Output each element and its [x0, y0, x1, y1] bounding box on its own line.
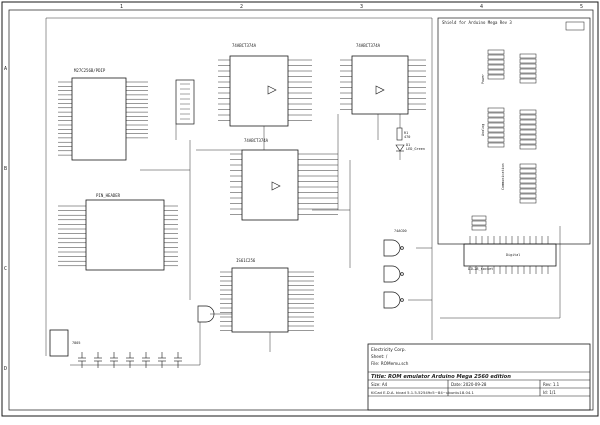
header-pin [519, 178, 537, 184]
ruler-top-label: 2 [240, 4, 243, 10]
ruler-top-label: 5 [580, 4, 583, 10]
sram-label: IS61C256 [236, 258, 256, 263]
inner-frame [8, 9, 594, 411]
header-pin [487, 137, 505, 143]
led-name: LED_Green [406, 147, 425, 151]
header-pin [487, 122, 505, 128]
ruler-top: 1 2 3 4 5 [120, 4, 583, 10]
header-pin [519, 73, 537, 79]
led-d1: D1 LED_Green [395, 143, 425, 152]
header-pin [471, 220, 487, 226]
eprom-ic: M27C256B/PDIP [71, 68, 127, 161]
company-name: Electricity Corp. [371, 347, 406, 353]
dil-label: DIL28_socket [468, 267, 493, 271]
r1-value: 470 [404, 135, 410, 139]
header-pin [519, 53, 537, 59]
nand-label: 74AC00 [394, 229, 407, 233]
wiring [45, 17, 561, 366]
sheet-rev: Rev: 1.1 [543, 382, 560, 387]
header-pin [519, 109, 537, 115]
header-pin [487, 132, 505, 138]
nand-gates [197, 239, 404, 323]
header-pin [487, 117, 505, 123]
header-pin [519, 163, 537, 169]
power-header: Power [481, 74, 485, 84]
ruler-top-label: 1 [120, 4, 123, 10]
resistor-array [175, 79, 195, 125]
capacitor-row [78, 352, 182, 368]
header-pin [487, 112, 505, 118]
ruler-side: A B C D [4, 66, 7, 372]
header-pin [519, 119, 537, 125]
sram-ic: IS61C256 [231, 258, 289, 333]
header-pin [487, 142, 505, 148]
comm-header: Communication [501, 163, 505, 190]
header-pin [519, 63, 537, 69]
header-pin [519, 144, 537, 150]
kicad-version: KiCad E.D.A. kicad 5.1.5-52549c5~84~ubun… [371, 390, 475, 395]
sheet-id: Id: 1/1 [543, 390, 556, 395]
header-pin [487, 74, 505, 80]
header-pin [519, 139, 537, 145]
resistor-r1: R1 470 [396, 127, 410, 141]
header-pin [487, 69, 505, 75]
latch-c-label: 74ABCT374A [356, 43, 381, 48]
dil-socket: DIL28_socket [463, 243, 557, 271]
header-pin [487, 54, 505, 60]
sheet-size: Size: A4 [371, 382, 388, 387]
ruler-side-label: C [4, 266, 7, 272]
header-pin [487, 64, 505, 70]
header-pin [519, 78, 537, 84]
shield-title: Shield for Arduino Mega Rev 3 [442, 20, 512, 25]
latch-b-label: 74ABCT374A [244, 138, 269, 143]
led-label: D1 [406, 143, 410, 147]
header-pin [519, 198, 537, 204]
shield-panel: Shield for Arduino Mega Rev 3 Power Anal… [437, 17, 591, 257]
header-pin [487, 49, 505, 55]
pin-header-label: PIN_HEADER [96, 193, 121, 198]
digital-header: Digital [506, 253, 520, 257]
latch-a-label: 74ABCT374A [232, 43, 257, 48]
header-pin [519, 193, 537, 199]
header-pin [519, 124, 537, 130]
analog-header: Analog [481, 124, 485, 136]
ruler-side-label: D [4, 366, 7, 372]
ruler-top-label: 4 [480, 4, 483, 10]
regulator-label: 7805 [72, 341, 80, 345]
ruler-side-label: B [4, 166, 7, 172]
sheet-date: Date: 2020-09-28 [451, 382, 487, 387]
ruler-side-label: A [4, 66, 7, 72]
latch-c-ic: 74ABCT374A [351, 43, 409, 115]
r1-label: R1 [404, 131, 408, 135]
regulator: 7805 [49, 329, 80, 357]
header-pin [519, 173, 537, 179]
pin-header: PIN_HEADER [85, 193, 165, 271]
header-pin [519, 68, 537, 74]
header-pin [471, 215, 487, 221]
header-pin [519, 114, 537, 120]
header-pin [471, 225, 487, 231]
header-pin [519, 183, 537, 189]
eprom-label: M27C256B/PDIP [74, 68, 106, 73]
header-pin [519, 134, 537, 140]
header-pin [487, 127, 505, 133]
title-block: Electricity Corp. Sheet: / File: ROMemu.… [367, 343, 591, 411]
header-pin [487, 107, 505, 113]
header-pin [487, 59, 505, 65]
header-pin [519, 129, 537, 135]
sheet-title: Title: ROM emulator Arduino Mega 2560 ed… [371, 374, 511, 380]
sheet-path: Sheet: / [371, 354, 388, 359]
latch-a-ic: 74ABCT374A [229, 43, 289, 127]
ruler-top-label: 3 [360, 4, 363, 10]
header-pin [519, 188, 537, 194]
file-name: File: ROMemu.sch [371, 361, 409, 366]
header-pin [519, 58, 537, 64]
header-pin [519, 168, 537, 174]
outer-frame [1, 1, 599, 417]
latch-b-ic: 74ABCT374A [241, 138, 299, 221]
